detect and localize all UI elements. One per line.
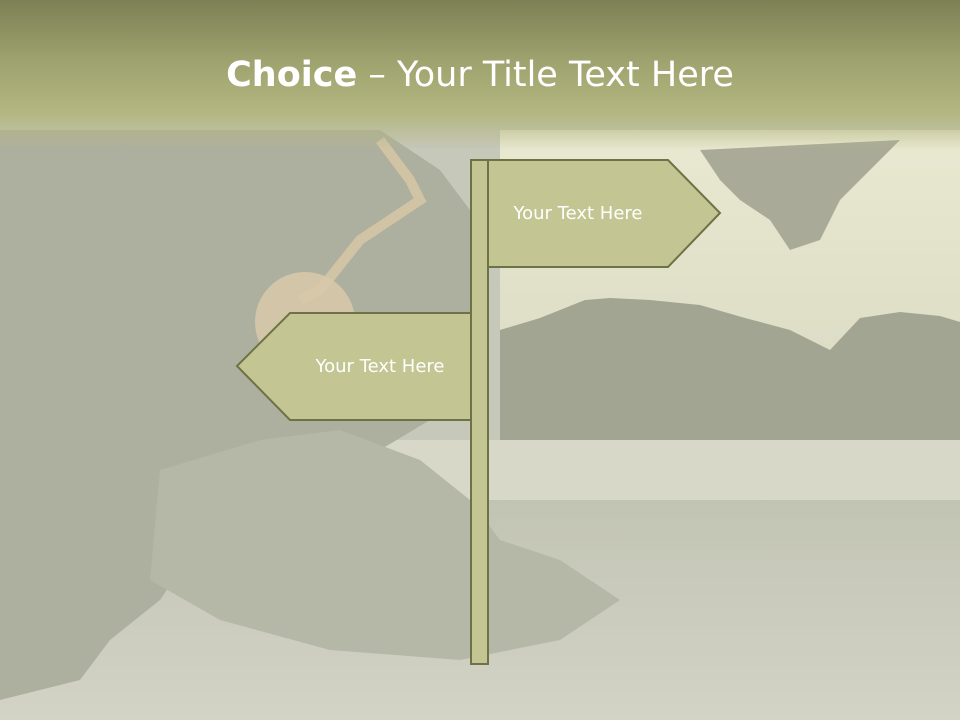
sign-right-arrow	[487, 159, 722, 268]
slide-title: Choice – Your Title Text Here	[0, 52, 960, 98]
sign-left-arrow	[235, 312, 472, 421]
title-bold: Choice	[226, 55, 358, 95]
sign-right-label: Your Text Here	[513, 203, 643, 224]
title-band	[0, 0, 960, 150]
sign-left-label: Your Text Here	[315, 356, 445, 377]
signpost-pole	[470, 159, 489, 665]
title-rest: – Your Title Text Here	[357, 55, 734, 95]
